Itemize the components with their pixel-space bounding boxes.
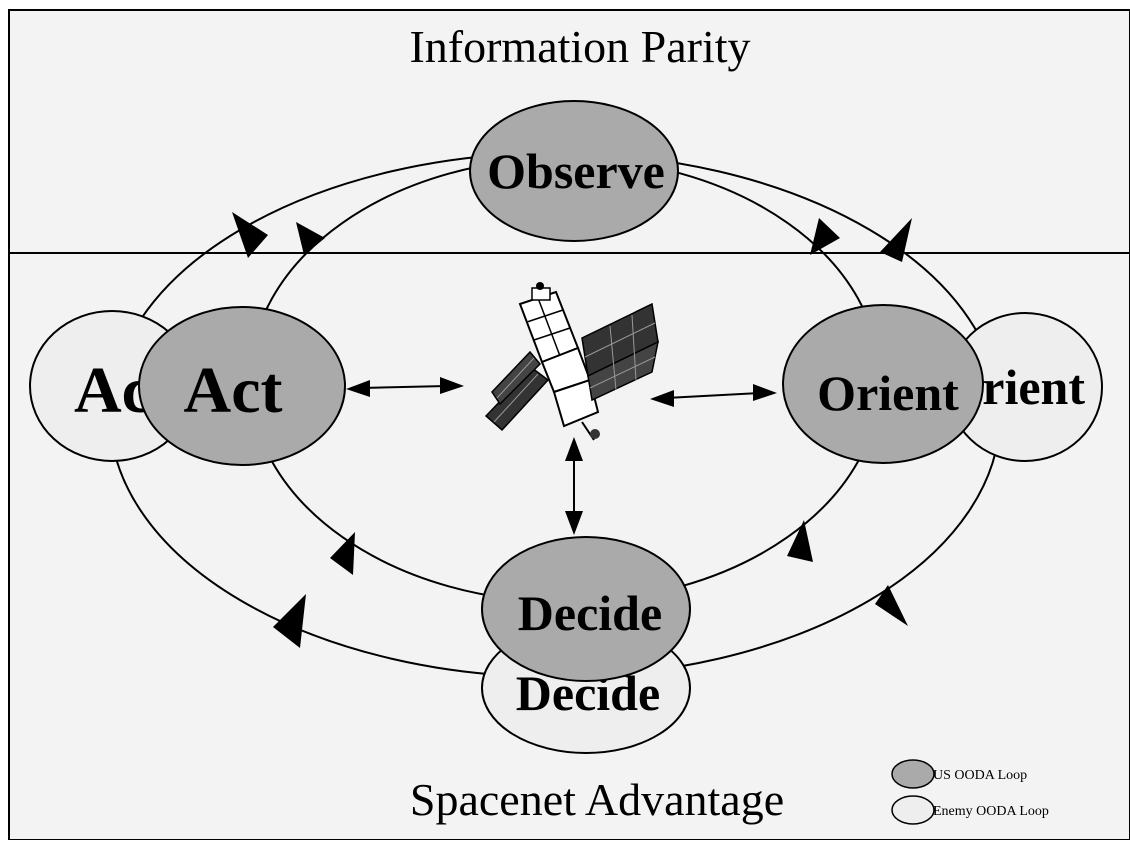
legend: US OODA Loop Enemy OODA Loop <box>891 759 1049 825</box>
act-satellite-connector <box>346 377 464 397</box>
us-observe-label: Observe <box>487 143 665 199</box>
us-orient-node <box>782 304 984 464</box>
decide-satellite-connector <box>565 437 583 535</box>
us-arrow-bottom-right <box>787 520 813 562</box>
orient-satellite-connector <box>650 384 777 407</box>
enemy-arrow-top-right <box>880 218 912 262</box>
us-act-label: Act <box>184 354 283 427</box>
legend-us-swatch <box>891 759 935 789</box>
us-act-node <box>138 306 346 466</box>
us-arrow-top-left <box>296 222 325 255</box>
enemy-arrow-bottom-left <box>273 594 306 648</box>
top-zone-title: Information Parity <box>409 21 750 72</box>
us-arrow-bottom-left <box>330 532 355 575</box>
us-decide-node <box>481 536 691 682</box>
us-orient-label: Orient <box>817 365 959 421</box>
us-observe-node <box>469 100 679 242</box>
enemy-arrow-bottom-right <box>875 585 908 626</box>
us-arrow-top-right <box>810 218 840 255</box>
enemy-arrow-top-left <box>232 212 268 258</box>
legend-enemy-label: Enemy OODA Loop <box>933 804 1049 819</box>
legend-enemy-swatch <box>891 795 935 825</box>
us-decide-label: Decide <box>518 585 662 641</box>
bottom-zone-title: Spacenet Advantage <box>410 774 784 825</box>
satellite-icon <box>484 282 660 441</box>
legend-us-label: US OODA Loop <box>933 768 1027 783</box>
